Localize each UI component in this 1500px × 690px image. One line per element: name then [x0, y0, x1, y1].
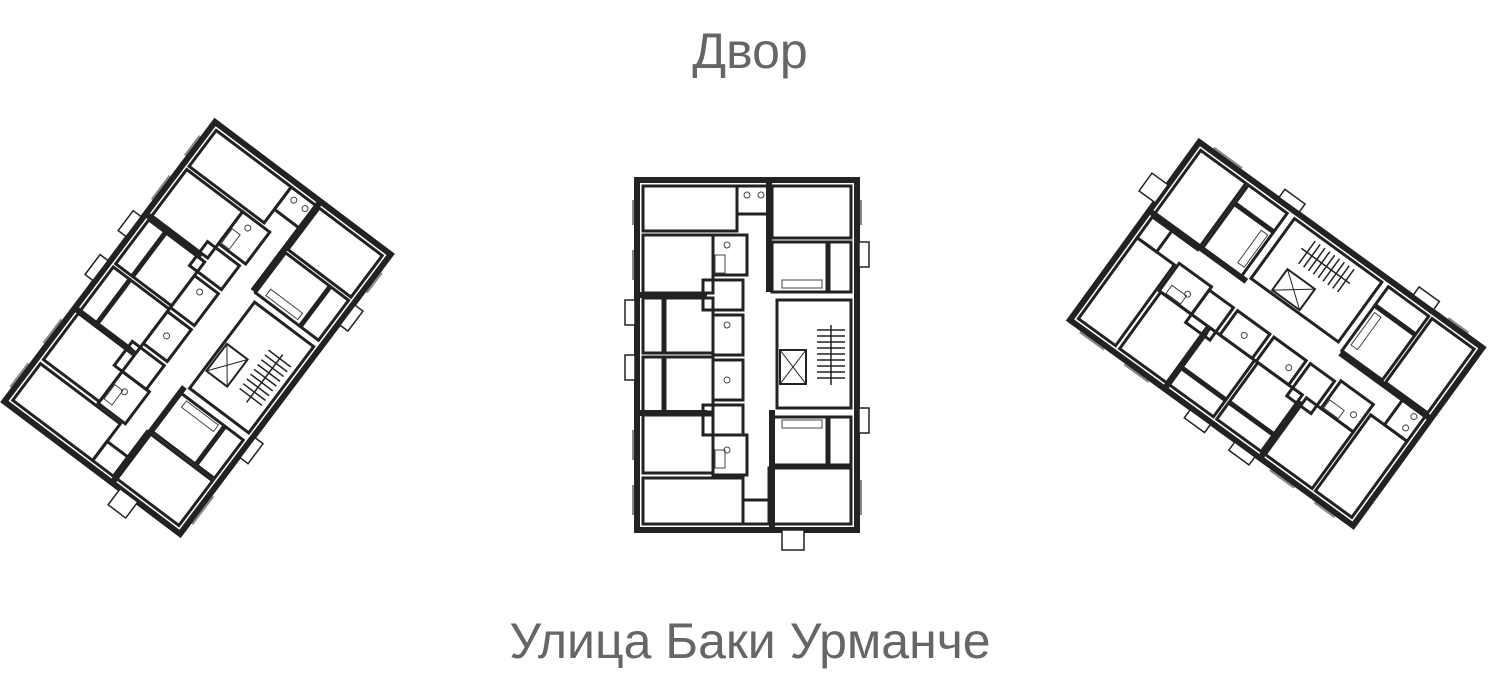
floor-plan-center	[625, 180, 869, 550]
floor-plan-right	[1047, 121, 1490, 536]
courtyard-label: Двор	[692, 23, 808, 79]
floor-plan-left	[0, 115, 400, 557]
street-label: Улица Баки Урманче	[509, 613, 991, 669]
